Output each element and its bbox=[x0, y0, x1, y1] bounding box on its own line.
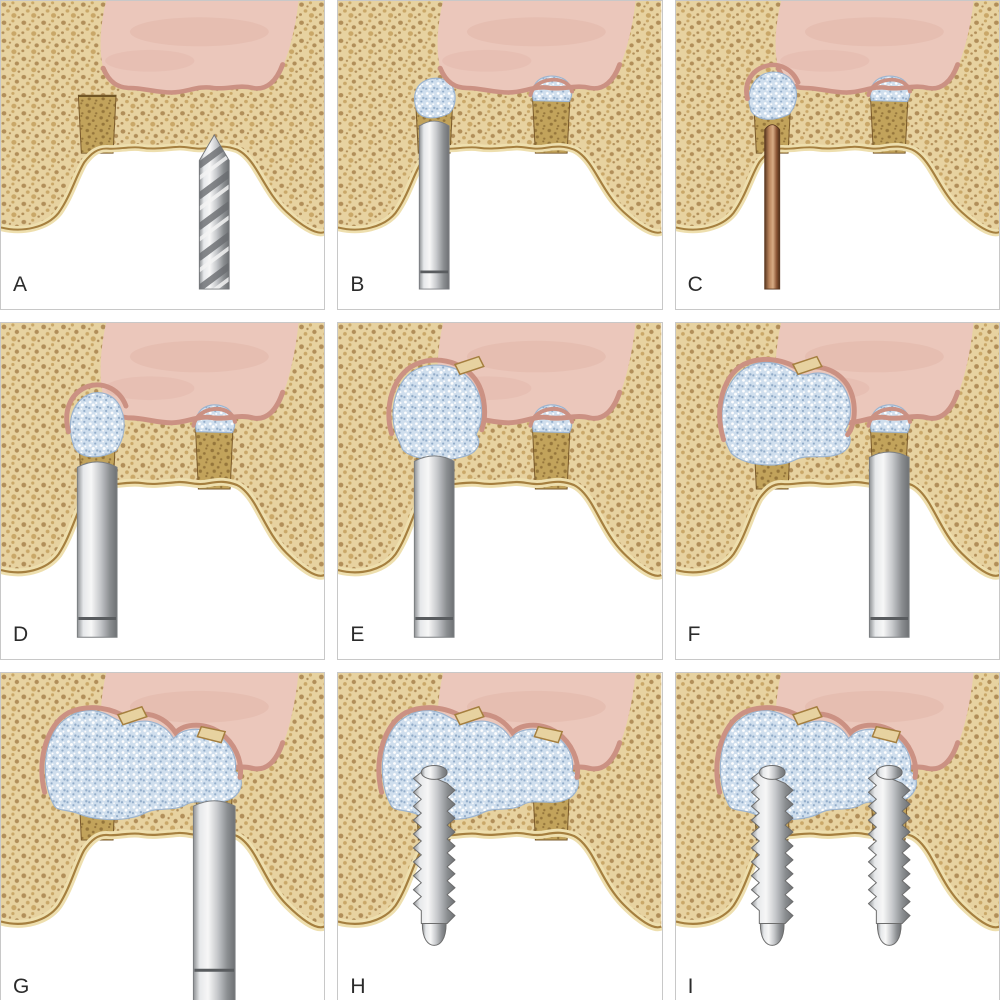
panel-d: D bbox=[0, 322, 326, 660]
panel-c-label: C bbox=[687, 273, 704, 296]
panel-b-illustration bbox=[338, 1, 662, 309]
panel-h-illustration bbox=[338, 673, 662, 1000]
panel-f-illustration bbox=[675, 323, 999, 659]
panel-g-label: G bbox=[13, 975, 30, 998]
panel-a: A bbox=[0, 0, 326, 310]
panel-b: B bbox=[337, 0, 663, 310]
panel-a-illustration bbox=[1, 1, 325, 309]
panel-c: C bbox=[674, 0, 1000, 310]
panel-f: F bbox=[674, 322, 1000, 660]
panel-e-label: E bbox=[350, 623, 365, 646]
panel-d-illustration bbox=[1, 323, 325, 659]
panel-e-illustration bbox=[338, 323, 662, 659]
panel-f-label: F bbox=[687, 623, 701, 646]
panel-g-illustration bbox=[1, 673, 325, 1000]
panel-h: H bbox=[337, 672, 663, 1000]
panel-b-label: B bbox=[350, 273, 365, 296]
panel-a-label: A bbox=[13, 273, 28, 296]
panel-c-illustration bbox=[675, 1, 999, 309]
panel-d-label: D bbox=[13, 623, 29, 646]
panel-g: G bbox=[0, 672, 326, 1000]
panel-h-label: H bbox=[350, 975, 366, 998]
panel-i-label: I bbox=[687, 975, 694, 998]
panel-i-illustration bbox=[675, 673, 999, 1000]
panel-e: E bbox=[337, 322, 663, 660]
panel-i: I bbox=[674, 672, 1000, 1000]
